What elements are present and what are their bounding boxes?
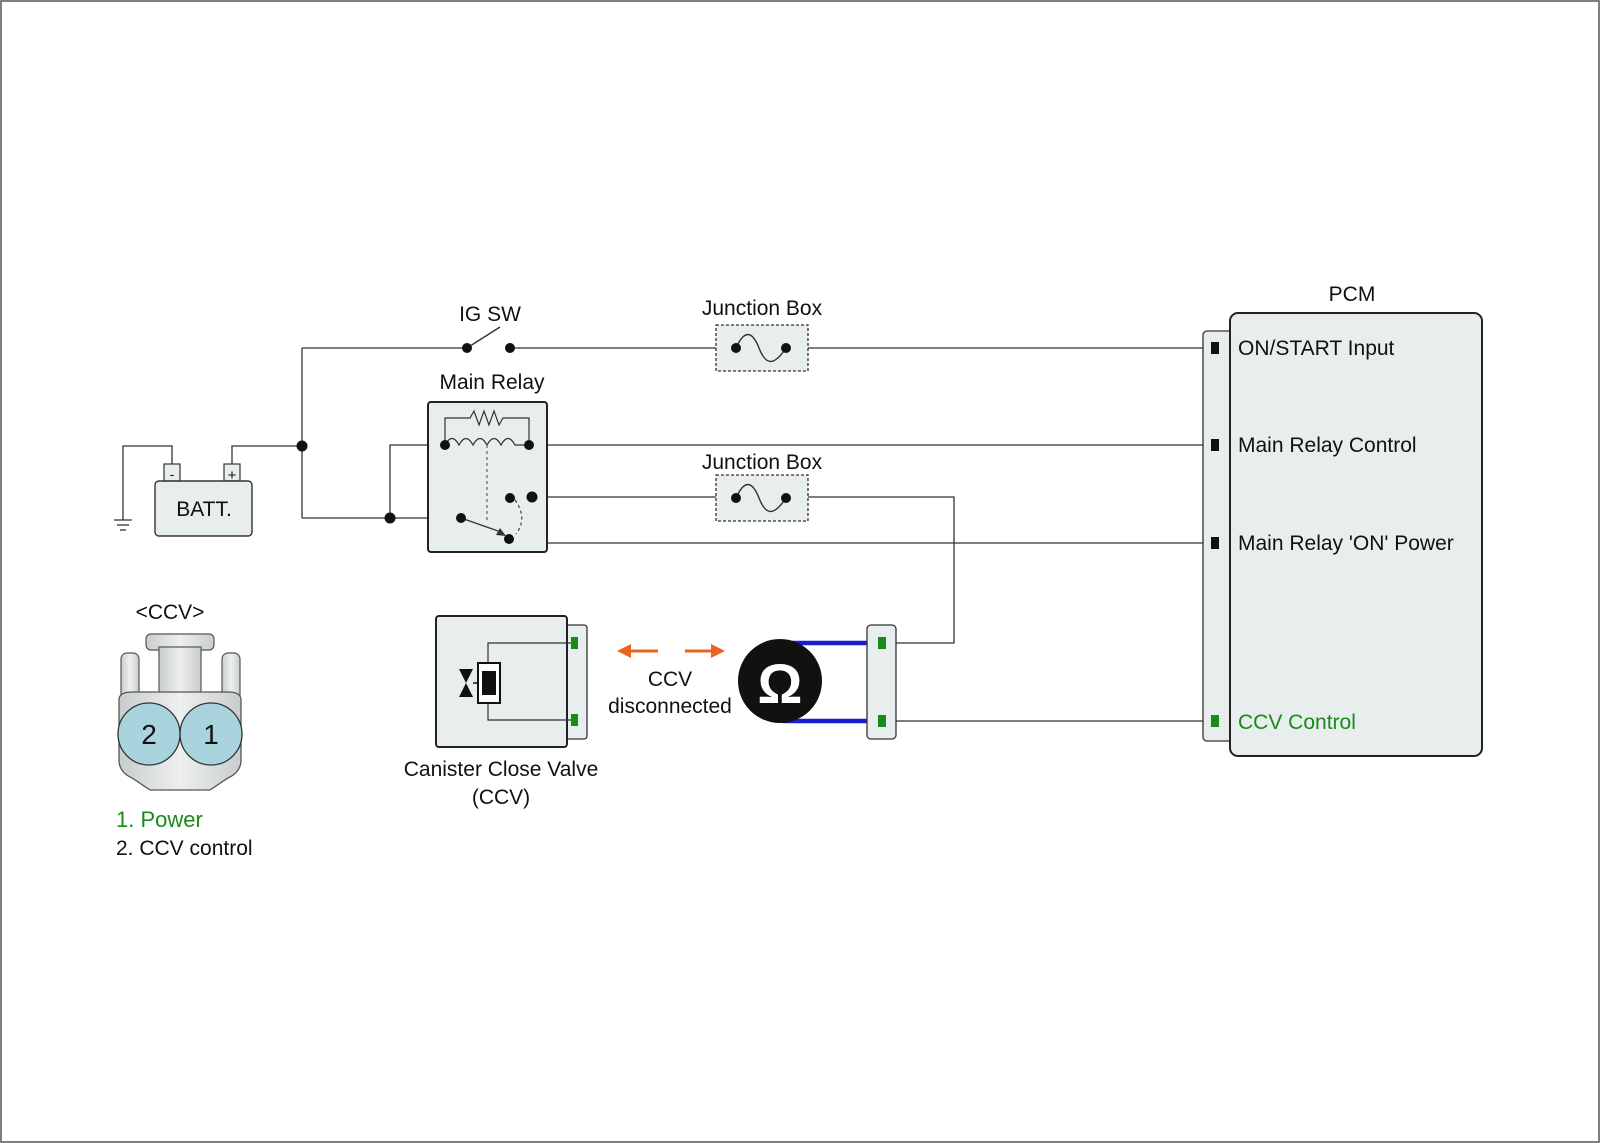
connector-pin-1-label: 1	[203, 719, 219, 750]
connector-title: <CCV>	[136, 601, 205, 624]
ohmmeter: Ω	[738, 639, 882, 724]
pcm-pin-main-relay-control: Main Relay Control	[1238, 434, 1417, 457]
disconnect-arrows: CCV disconnected	[608, 644, 732, 718]
pcm-module: PCM ON/START Input Main Relay Control Ma…	[1202, 283, 1483, 757]
harness-connector	[866, 624, 897, 740]
ccv-disconnected-line1: CCV	[648, 668, 692, 691]
pcm-terminal	[1211, 439, 1219, 451]
ohm-symbol: Ω	[758, 652, 803, 715]
ohmmeter-icon	[738, 639, 822, 723]
pcm-pin-on-start-input: ON/START Input	[1238, 337, 1395, 360]
ground-icon	[114, 519, 132, 531]
ccv-terminal	[571, 714, 578, 726]
harness-terminal	[878, 637, 886, 649]
canister-close-valve: Canister Close Valve (CCV)	[404, 615, 599, 809]
ccv-connector-view: <CCV> 2 1 1. Power 2. CCV control	[116, 601, 253, 860]
pcm-terminal	[1211, 342, 1219, 354]
ig-switch: IG SW	[459, 303, 521, 353]
junction-box-2: Junction Box	[702, 451, 823, 522]
connector-legend-power: 1. Power	[116, 807, 203, 832]
pcm-connector-strip	[1202, 330, 1234, 742]
arrow-right-icon	[711, 644, 725, 658]
arrow-left-icon	[617, 644, 631, 658]
splice-dot	[526, 491, 538, 503]
connector-pin-1	[179, 702, 243, 766]
battery-label: BATT.	[176, 498, 232, 521]
battery: - + BATT.	[154, 463, 253, 537]
battery-negative-label: -	[170, 466, 175, 482]
splice-dot	[384, 512, 396, 524]
junction-box-2-label: Junction Box	[702, 451, 823, 474]
battery-body	[154, 480, 253, 537]
fuse-icon	[735, 483, 787, 513]
ccv-disconnected-line2: disconnected	[608, 695, 732, 718]
pcm-pin-ccv-control: CCV Control	[1238, 711, 1356, 734]
pcm-terminal	[1211, 715, 1219, 727]
ig-switch-label: IG SW	[459, 303, 521, 326]
junction-box-1: Junction Box	[702, 297, 823, 372]
fuse-icon	[735, 333, 787, 363]
pcm-label: PCM	[1329, 283, 1376, 306]
main-relay: Main Relay	[427, 371, 548, 553]
pcm-terminal	[1211, 537, 1219, 549]
harness-terminal	[878, 715, 886, 727]
main-relay-label: Main Relay	[439, 371, 545, 394]
pcm-body	[1229, 312, 1483, 757]
ccv-terminal	[571, 637, 578, 649]
connector-pin-2-label: 2	[141, 719, 157, 750]
ccv-name-line2: (CCV)	[472, 786, 530, 809]
connector-legend-ccv-control: 2. CCV control	[116, 837, 253, 860]
pcm-pin-main-relay-on-power: Main Relay 'ON' Power	[1238, 532, 1454, 555]
battery-positive-label: +	[228, 467, 237, 484]
relay-coil-icon	[444, 437, 529, 447]
ccv-name-line1: Canister Close Valve	[404, 758, 599, 781]
valve-icon	[459, 669, 473, 697]
splice-dot	[296, 440, 308, 452]
junction-box-1-label: Junction Box	[702, 297, 823, 320]
